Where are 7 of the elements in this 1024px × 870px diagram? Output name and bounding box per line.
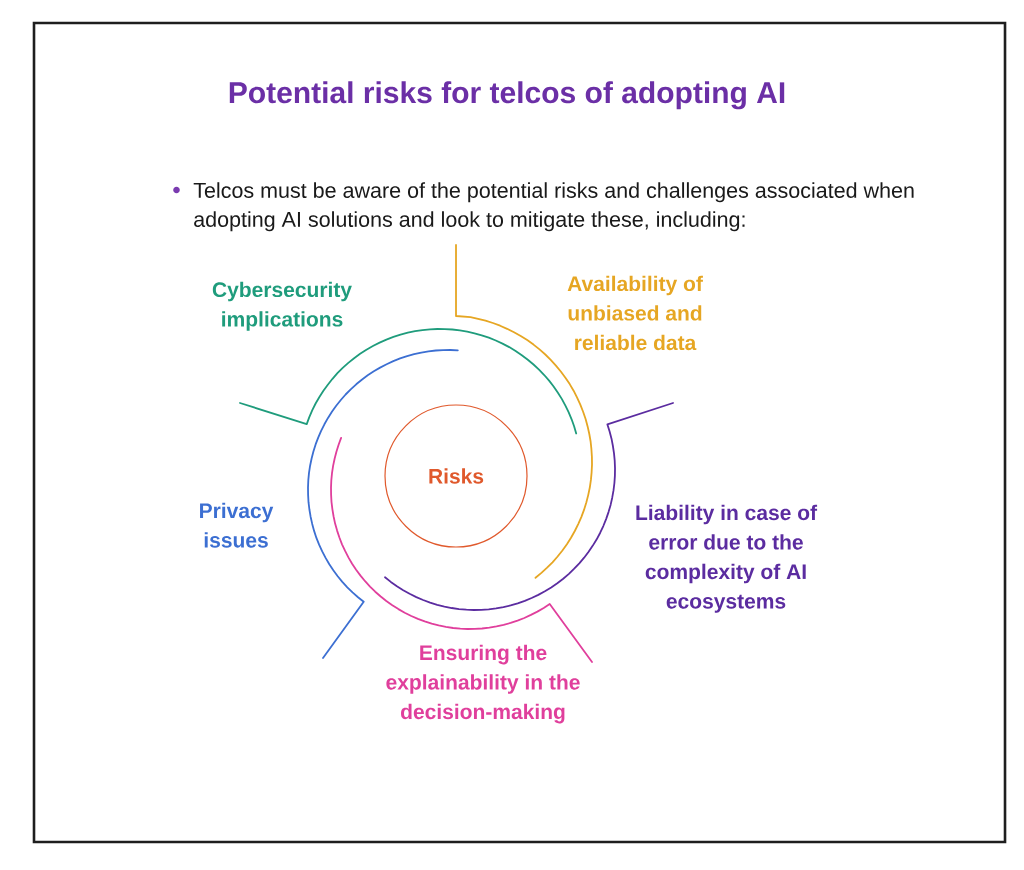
risk-label: Privacy issues: [200, 502, 274, 548]
risk-label: Liability in case of error due to the complexity of AI ecosystems: [636, 504, 818, 613]
title: Potential risks for telcos of adopting AI: [229, 81, 785, 110]
risk-label: Ensuring the explainability in the decision-making: [386, 644, 580, 724]
bullet-text: Telcos must be aware of the potential risks and challenges associated when adopting AI solutions and look to mitigate these, including:: [193, 182, 914, 232]
risk-label: Availability of unbiased and reliable data: [567, 275, 703, 351]
risk-label: Cybersecurity implications: [212, 281, 352, 331]
